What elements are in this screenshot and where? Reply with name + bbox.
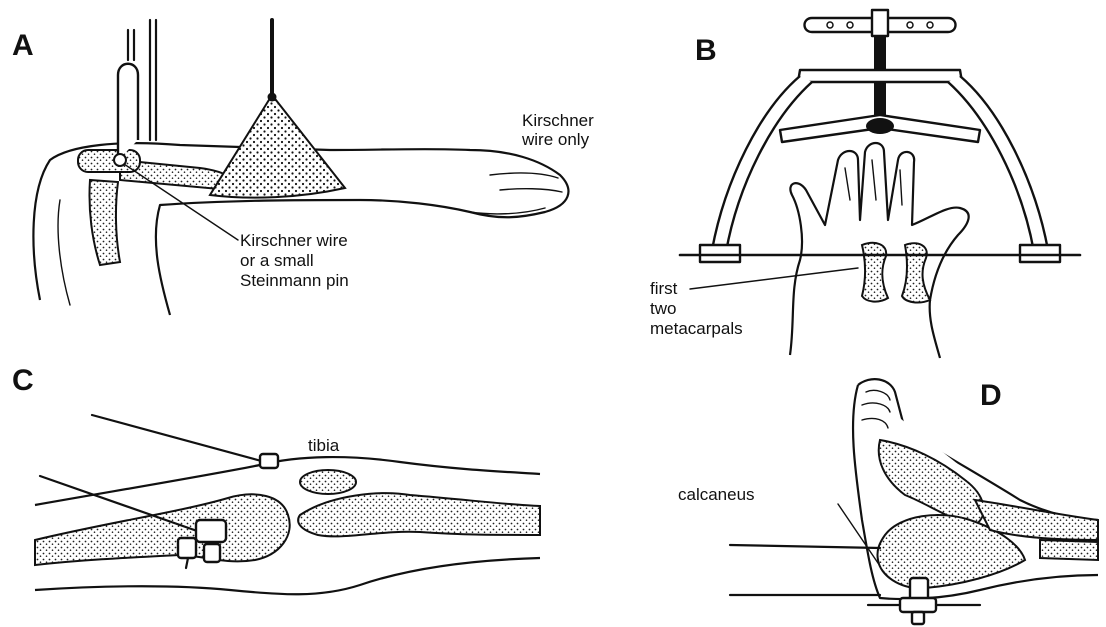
panel-b-letter: B (695, 34, 717, 67)
panel-b: B (650, 10, 1080, 358)
label-wire-or-pin-line1: Kirschner wire (240, 231, 348, 250)
label-kirschner-wire-only-line1: Kirschner (522, 111, 594, 130)
label-metacarpals-line3: metacarpals (650, 319, 743, 338)
foot-illustration (853, 379, 1098, 599)
panel-a: A Kirschne (12, 20, 594, 315)
panel-c: C tibia (12, 364, 540, 594)
panel-d-letter: D (980, 379, 1002, 412)
label-tibia: tibia (308, 436, 340, 455)
label-kirschner-wire-only-line2: wire only (521, 130, 590, 149)
patella-bone (300, 470, 356, 494)
label-metacarpals-line1: first (650, 279, 678, 298)
panel-a-letter: A (12, 29, 34, 62)
label-wire-or-pin-line3: Steinmann pin (240, 271, 349, 290)
label-wire-or-pin-line2: or a small (240, 251, 314, 270)
tibia-bone (298, 493, 540, 536)
panel-d: D calcaneus (678, 379, 1098, 624)
femur-bone (35, 494, 290, 565)
knee-illustration (35, 457, 540, 594)
label-metacarpals-line2: two (650, 299, 676, 318)
sling (210, 20, 345, 198)
label-calcaneus: calcaneus (678, 485, 755, 504)
panel-c-letter: C (12, 364, 34, 397)
